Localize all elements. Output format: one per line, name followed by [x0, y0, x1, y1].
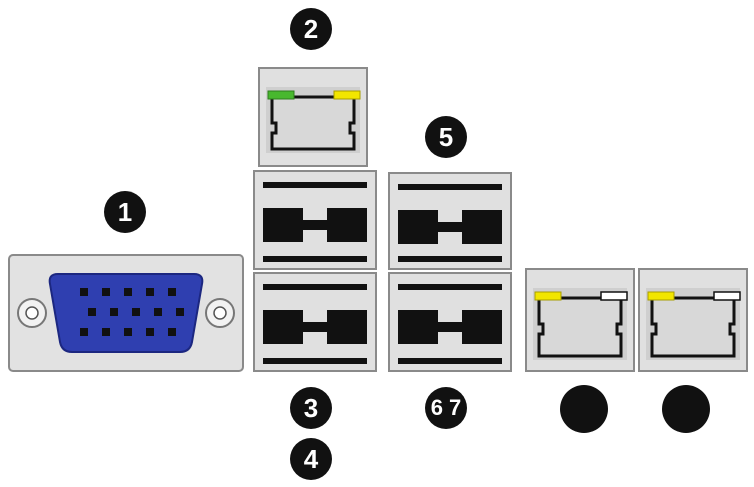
usb-port-3 — [253, 170, 377, 270]
usb-port-6-7 — [388, 272, 512, 372]
callout-6-7: 6 7 — [425, 387, 467, 429]
callout-5: 5 — [425, 116, 467, 158]
callout-blank-1 — [560, 385, 608, 433]
callout-1: 1 — [104, 191, 146, 233]
callout-2: 2 — [290, 8, 332, 50]
lan-port-2 — [638, 268, 748, 372]
usb-port-4 — [253, 272, 377, 372]
usb-port-5 — [388, 172, 512, 270]
lan-port-1 — [525, 268, 635, 372]
callout-4: 4 — [290, 438, 332, 480]
callout-blank-2 — [662, 385, 710, 433]
lan-port-ipmi — [258, 67, 368, 167]
callout-3: 3 — [290, 387, 332, 429]
vga-port — [8, 254, 244, 372]
